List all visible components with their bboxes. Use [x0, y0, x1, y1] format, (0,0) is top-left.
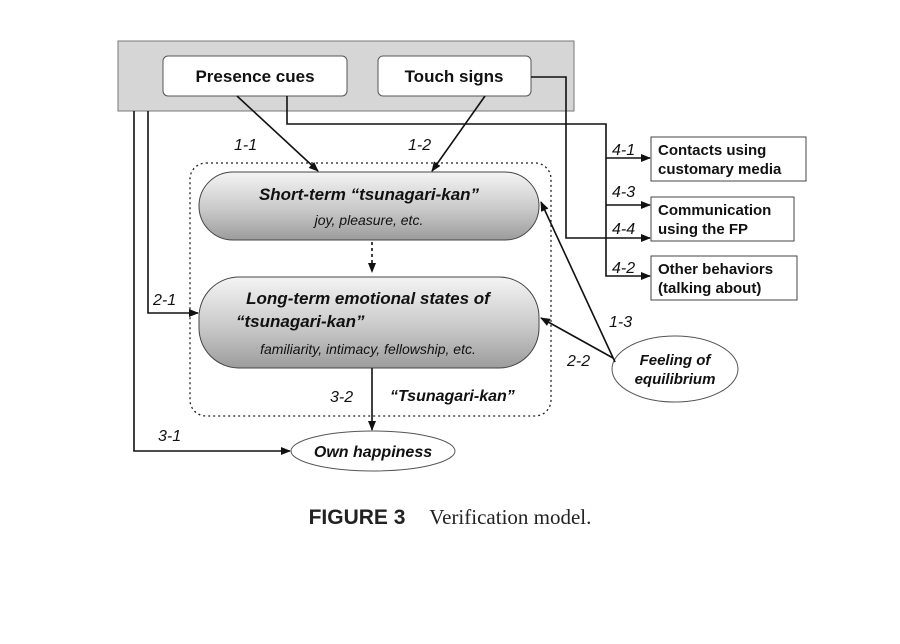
long-term-title-line1: Long-term emotional states of [246, 289, 492, 308]
path-label-2-2: 2-2 [566, 353, 590, 370]
long-term-subtitle: familiarity, intimacy, fellowship, etc. [260, 341, 476, 357]
path-label-4-3: 4-3 [612, 184, 635, 201]
path-label-1-3: 1-3 [609, 314, 632, 331]
short-term-subtitle: joy, pleasure, etc. [313, 212, 424, 228]
touch-signs-label: Touch signs [405, 67, 504, 86]
own-happiness-node: Own happiness [290, 430, 456, 472]
communication-line2: using the FP [658, 221, 748, 238]
figure-label: FIGURE 3 [308, 506, 406, 529]
path-label-1-1: 1-1 [234, 137, 257, 154]
path-2-1-arrow [147, 111, 199, 317]
equilibrium-line1: Feeling of [640, 352, 713, 369]
contacts-box: Contacts using customary media [650, 136, 807, 182]
equilibrium-node: Feeling of equilibrium [611, 335, 739, 403]
figure-caption: FIGURE 3 Verification model. [0, 505, 900, 530]
long-term-node: Long-term emotional states of “tsunagari… [198, 276, 540, 369]
path-label-1-2: 1-2 [408, 137, 431, 154]
path-4-2-arrow [605, 205, 651, 280]
path-label-3-1: 3-1 [158, 428, 181, 445]
equilibrium-line2: equilibrium [635, 371, 716, 388]
long-term-title-line2: “tsunagari-kan” [236, 312, 365, 331]
other-behaviors-box: Other behaviors (talking about) [650, 255, 798, 301]
path-1-1-arrow [236, 95, 319, 172]
presence-cues-label: Presence cues [195, 67, 314, 86]
contacts-line1: Contacts using [658, 142, 766, 159]
presence-cues-box: Presence cues [162, 55, 348, 97]
contacts-line2: customary media [658, 161, 782, 178]
other-behaviors-line1: Other behaviors [658, 261, 773, 278]
other-behaviors-line2: (talking about) [658, 280, 761, 297]
path-2-2-arrow [540, 317, 614, 359]
path-label-2-1: 2-1 [152, 292, 176, 309]
path-4-1-arrow [286, 96, 651, 162]
figure-title: Verification model. [429, 505, 592, 529]
short-term-node: Short-term “tsunagari-kan” joy, pleasure… [198, 171, 540, 241]
path-1-3-arrow [540, 201, 616, 363]
path-label-4-1: 4-1 [612, 142, 635, 159]
path-3-1-arrow [133, 111, 291, 455]
path-label-4-2: 4-2 [612, 260, 635, 277]
communication-box: Communication using the FP [650, 196, 795, 242]
path-4-4-arrow [531, 76, 651, 242]
touch-signs-box: Touch signs [377, 55, 532, 97]
path-1-2-arrow [431, 95, 486, 172]
path-label-4-4: 4-4 [612, 221, 635, 238]
communication-line1: Communication [658, 202, 771, 219]
group-label: “Tsunagari-kan” [390, 388, 515, 405]
path-label-3-2: 3-2 [330, 389, 353, 406]
own-happiness-label: Own happiness [314, 444, 432, 461]
short-term-title: Short-term “tsunagari-kan” [259, 185, 480, 204]
